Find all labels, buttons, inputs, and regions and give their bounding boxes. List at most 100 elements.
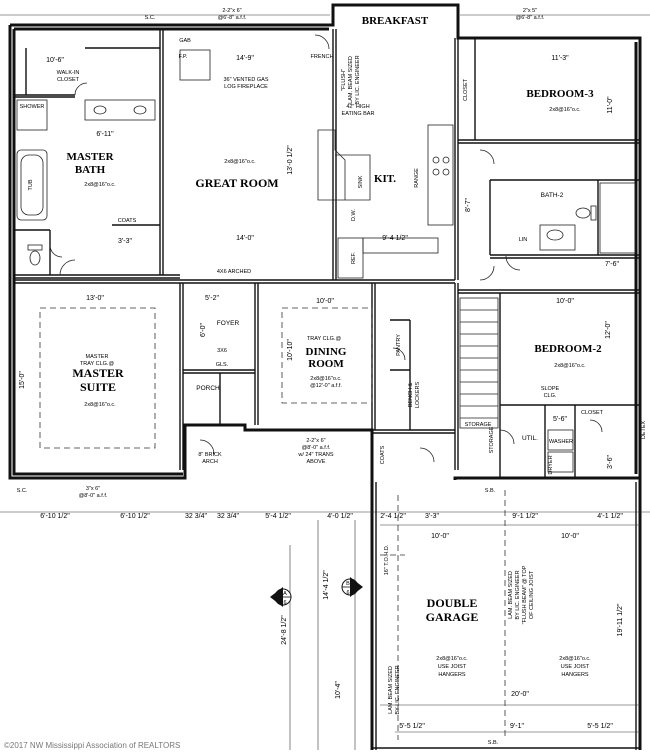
note-sb-bot: S.B.	[488, 740, 499, 746]
note-slope-1: SLOPE	[541, 386, 560, 392]
spec-great-room: 2x8@16"o.c.	[224, 159, 256, 165]
dim-9-4: 9'-4 1/2"	[382, 235, 408, 242]
room-label-storage: STORAGE	[465, 422, 492, 428]
note-joist-left-1: 2x8@16"o.c.	[436, 656, 468, 662]
room-label-coats-2: COATS	[380, 445, 386, 464]
note-trans-4: ABOVE	[307, 459, 326, 465]
spec-bedroom-2: 2x8@16"o.c.	[554, 363, 586, 369]
note-arched: 4X6 ARCHED	[217, 269, 251, 275]
dim-11-0: 11'-0"	[607, 96, 614, 114]
marker-a-bot: 6	[283, 600, 286, 606]
interior-walls	[14, 29, 640, 478]
marker-b-top: B	[346, 581, 350, 587]
spec-master-bath: 2x8@16"o.c.	[84, 182, 116, 188]
room-label-pantry: PANTRY	[396, 334, 402, 356]
room-label-master-suite-1: MASTER	[72, 366, 124, 380]
note-joist-left-2: USE JOIST	[438, 664, 467, 670]
room-label-closet: CLOSET	[463, 78, 469, 101]
spec-master-suite: 2x8@16"o.c.	[84, 402, 116, 408]
note-tray-suite-2: MASTER	[86, 354, 109, 360]
section-marker-a: A 6	[270, 587, 292, 607]
note-tray-suite-1: TRAY CLG.@	[80, 361, 115, 367]
marker-b-bot: 6	[346, 590, 349, 596]
dim-15-0: 15'-0"	[19, 371, 26, 389]
room-label-garage-1: DOUBLE	[427, 596, 478, 610]
room-label-breakfast: BREAKFAST	[362, 15, 429, 27]
note-joist-right-1: 2x8@16"o.c.	[559, 656, 591, 662]
note-eating-2: EATING BAR	[342, 111, 375, 117]
note-beam-right-1: LAM. BEAM SIZED	[508, 571, 514, 619]
note-header-bot-2: @8'-0" a.f.f.	[79, 493, 108, 499]
note-trans-2: @8'-0" a.f.f.	[302, 445, 331, 451]
note-3x6: 3X6	[217, 348, 227, 354]
dim-13-0: 13'-0"	[86, 295, 104, 302]
marker-a-top: A	[283, 591, 287, 597]
note-flush-1: "FLUSH"	[341, 69, 347, 91]
note-fireplace-2: LOG FIREPLACE	[224, 84, 268, 90]
note-french: FRENCH	[311, 54, 334, 60]
dim-10-10: 10'-10"	[287, 339, 294, 361]
dim-14-9: 14'-9"	[236, 55, 254, 62]
dim-10-0-garage-left: 10'-0"	[431, 533, 449, 540]
dim-13-0-v: 13'-0 1/2"	[287, 145, 294, 175]
note-header-top-2: @6'-8" a.f.f.	[218, 15, 247, 21]
room-label-util: UTIL.	[522, 435, 538, 442]
note-beam-right-3: "FLUSH BEAM" @ TOP	[522, 565, 528, 624]
note-tray-dining: TRAY CLG.@	[307, 336, 342, 342]
note-joist-left-3: HANGERS	[438, 672, 466, 678]
spec-dining-ceil: @12'-0" a.f.f.	[310, 383, 342, 389]
note-brick-1: 8" BRICK	[198, 452, 222, 458]
note-glass: GLS.	[216, 362, 229, 368]
dim-9-1: 9'-1"	[510, 723, 524, 730]
note-joist-right-2: USE JOIST	[561, 664, 590, 670]
note-sb-top: S.B.	[485, 488, 496, 494]
note-beam-right-2: BY LIC. ENGINEER	[515, 570, 521, 619]
room-label-master-bath-2: BATH	[75, 164, 106, 176]
dim-bottom-5-4: 5'-4 1/2"	[265, 513, 291, 520]
dim-20-0: 20'-0"	[511, 691, 529, 698]
dim-5-6: 5'-6"	[553, 416, 567, 423]
room-label-storage-2: STORAGE	[489, 426, 495, 453]
dim-bottom-4-0: 4'-0 1/2"	[327, 513, 353, 520]
dim-bottom-6-10-a: 6'-10 1/2"	[40, 513, 70, 520]
dim-10-0-dining: 10'-0"	[316, 298, 334, 305]
room-label-ref: REF.	[351, 252, 357, 264]
copyright-footer: ©2017 NW Mississippi Association of REAL…	[4, 741, 181, 750]
room-label-walkin-1: WALK-IN	[57, 70, 80, 76]
note-header-right-1: 2"x 5"	[523, 8, 537, 14]
room-label-bench-1: BENCH &	[408, 382, 414, 407]
dim-11-3: 11'-3"	[551, 55, 569, 62]
note-fireplace-1: 36" VENTED GAS	[223, 77, 268, 83]
dim-bottom-4-1: 4'-1 1/2"	[597, 513, 623, 520]
room-label-master-bath-1: MASTER	[66, 151, 114, 163]
dim-bottom-32-a: 32 3/4"	[185, 513, 207, 520]
dim-7-6: 7'-6"	[605, 261, 619, 268]
dim-5-2: 5'-2"	[205, 295, 219, 302]
dim-bottom-6-10-b: 6'-10 1/2"	[120, 513, 150, 520]
note-sc-bot: S.C.	[17, 488, 28, 494]
dim-3-3: 3'-3"	[118, 238, 132, 245]
spec-bedroom-3: 2x8@16"o.c.	[549, 107, 581, 113]
section-marker-b: B 6	[341, 577, 363, 597]
room-label-porch: PORCH	[196, 385, 220, 392]
note-fp: F.P.	[179, 54, 188, 60]
note-header-bot-1: 3"x 6"	[86, 486, 100, 492]
dim-10-0-bed2: 10'-0"	[556, 298, 574, 305]
note-to-hd: 16" T.O.H.D.	[384, 544, 390, 575]
room-label-washer: WASHER	[549, 439, 573, 445]
fixtures	[16, 49, 636, 473]
note-flush-2: LAM. BEAM SIZED	[348, 56, 354, 104]
note-header-top-1: 2-2"x 6"	[222, 8, 241, 14]
dim-bottom-9-1: 9'-1 1/2"	[512, 513, 538, 520]
note-joist-right-3: HANGERS	[561, 672, 589, 678]
room-label-bench-2: LOCKERS	[415, 382, 421, 409]
room-label-master-suite-2: SUITE	[80, 380, 116, 394]
room-label-range: RANGE	[414, 168, 420, 188]
note-beam-left-2: BY LIC. ENGINEER	[395, 665, 401, 714]
dim-3-6: 3'-6"	[607, 455, 614, 469]
dim-10-0-garage-right: 10'-0"	[561, 533, 579, 540]
room-label-great-room: GREAT ROOM	[195, 176, 278, 190]
room-label-sink: SINK	[358, 175, 364, 188]
room-label-bath-2: BATH-2	[541, 192, 564, 199]
